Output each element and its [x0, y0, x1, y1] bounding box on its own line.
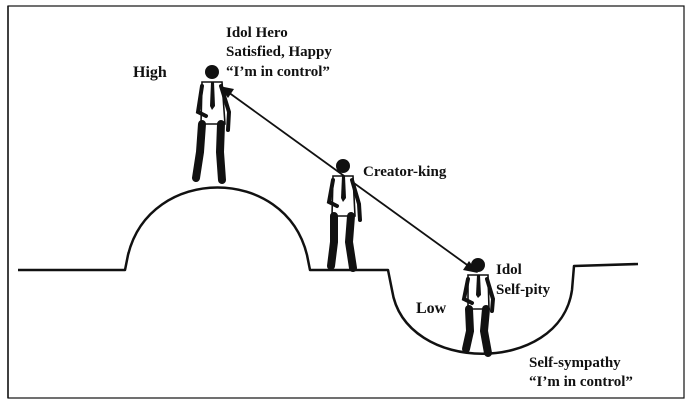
- figure-idol: [461, 258, 496, 357]
- terrain-profile: [18, 186, 639, 355]
- label-self-sympathy: Self-sympathy: [529, 355, 621, 371]
- figure-creator-king: [326, 159, 362, 272]
- label-in-control-top: “I’m in control”: [226, 64, 330, 80]
- label-satisfied-happy: Satisfied, Happy: [226, 44, 332, 60]
- label-idol: Idol: [496, 262, 522, 278]
- figure-idol-hero: [192, 65, 232, 184]
- label-in-control-bottom: “I’m in control”: [529, 374, 633, 390]
- label-creator-king: Creator-king: [363, 164, 447, 180]
- label-self-pity: Self-pity: [496, 282, 551, 298]
- label-low: Low: [416, 300, 447, 317]
- label-high: High: [133, 64, 167, 81]
- label-idol-hero: Idol Hero: [226, 25, 288, 41]
